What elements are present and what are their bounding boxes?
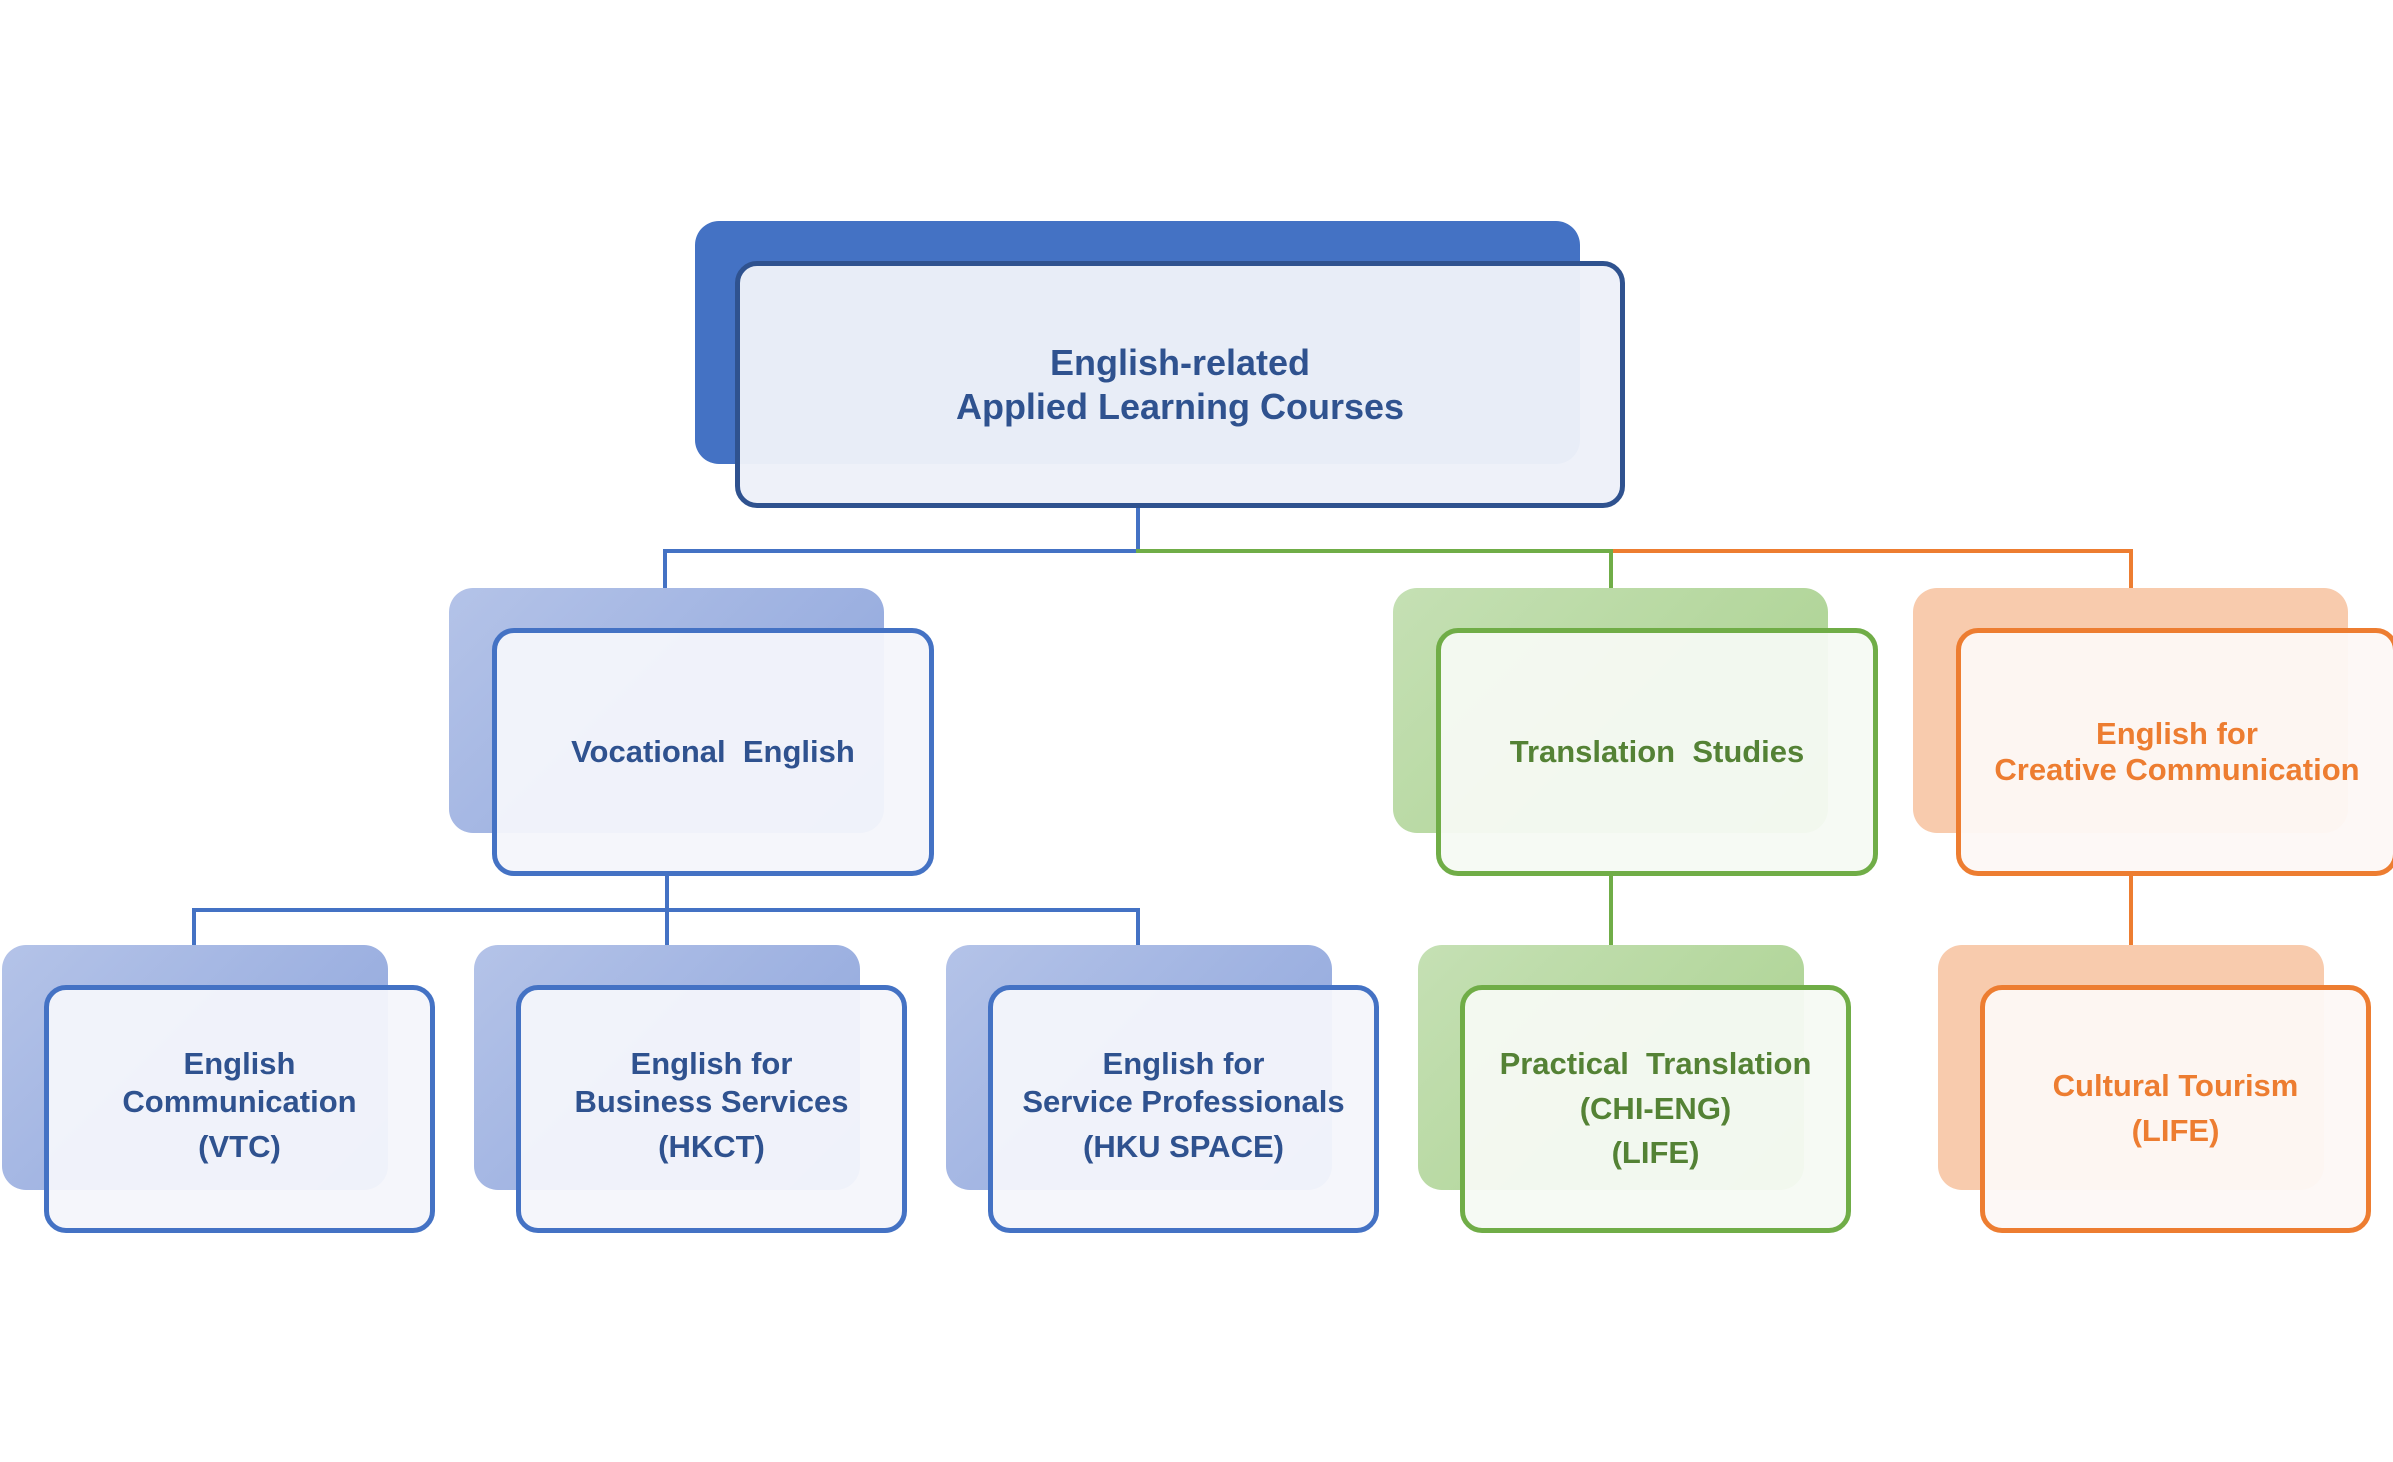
node-box: Cultural Tourism (LIFE) bbox=[1980, 985, 2371, 1233]
node-label-line-1: English for bbox=[2096, 716, 2258, 752]
node-label-line-2: Business Services bbox=[574, 1084, 849, 1120]
node-label-line-3: (LIFE) bbox=[1611, 1135, 1700, 1171]
root-node-box: English-related Applied Learning Courses bbox=[735, 261, 1625, 508]
node-label-line-1: English for bbox=[630, 1045, 793, 1081]
node-label: Translation Studies bbox=[1509, 734, 1805, 770]
node-business-services-hkct: English for Business Services (HKCT) bbox=[474, 945, 907, 1233]
root-title-line-1: English-related bbox=[1049, 342, 1311, 384]
node-box: Vocational English bbox=[492, 628, 934, 876]
node-label-line-1: English bbox=[183, 1045, 296, 1081]
root-node: English-related Applied Learning Courses bbox=[695, 221, 1625, 508]
node-label-line-2: Communication bbox=[122, 1084, 357, 1120]
node-label-line-3: (VTC) bbox=[198, 1129, 281, 1165]
node-label-line-2: Service Professionals bbox=[1022, 1084, 1345, 1120]
node-practical-translation-life: Practical Translation (CHI-ENG) (LIFE) bbox=[1418, 945, 1851, 1233]
root-title-line-2: Applied Learning Courses bbox=[955, 385, 1405, 427]
node-box: English for Service Professionals (HKU S… bbox=[988, 985, 1379, 1233]
node-creative-communication: English for Creative Communication bbox=[1913, 588, 2393, 876]
node-translation-studies: Translation Studies bbox=[1393, 588, 1878, 876]
node-cultural-tourism-life: Cultural Tourism (LIFE) bbox=[1938, 945, 2371, 1233]
node-label-line-2: (LIFE) bbox=[2131, 1113, 2220, 1148]
node-vocational-english: Vocational English bbox=[449, 588, 934, 876]
node-label-line-2: Creative Communication bbox=[1994, 752, 2360, 787]
node-box: English Communication (VTC) bbox=[44, 985, 435, 1233]
node-label-line-1: English for bbox=[1102, 1045, 1265, 1081]
node-label-line-1: Practical Translation bbox=[1499, 1045, 1812, 1081]
node-service-professionals-hku-space: English for Service Professionals (HKU S… bbox=[946, 945, 1379, 1233]
node-label-line-3: (HKCT) bbox=[658, 1129, 765, 1165]
node-box: Translation Studies bbox=[1436, 628, 1878, 876]
node-box: English for Creative Communication bbox=[1956, 628, 2393, 876]
node-english-communication-vtc: English Communication (VTC) bbox=[2, 945, 435, 1233]
node-label-line-2: (CHI-ENG) bbox=[1579, 1090, 1732, 1126]
node-box: English for Business Services (HKCT) bbox=[516, 985, 907, 1233]
node-box: Practical Translation (CHI-ENG) (LIFE) bbox=[1460, 985, 1851, 1233]
node-label: Vocational English bbox=[571, 734, 855, 770]
node-label-line-1: Cultural Tourism bbox=[2052, 1068, 2299, 1104]
node-label-line-3: (HKU SPACE) bbox=[1083, 1129, 1284, 1165]
